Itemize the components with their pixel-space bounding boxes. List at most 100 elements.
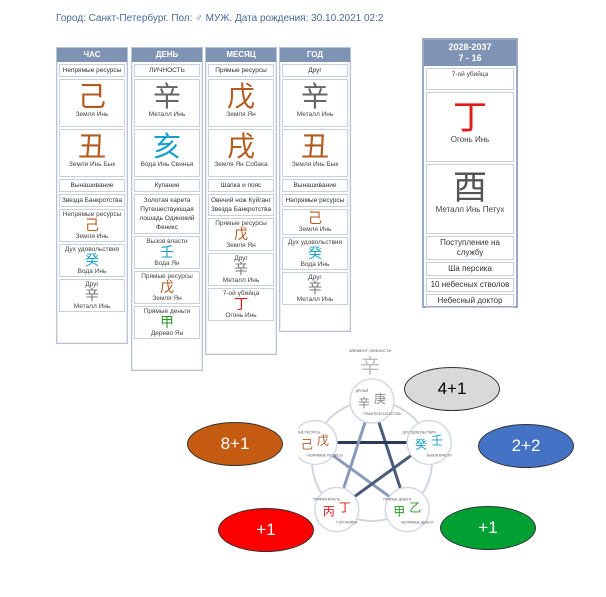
luck-years: 2028-2037: [448, 42, 492, 52]
node-hieroglyph: 己: [301, 437, 313, 451]
luck-stem-char: 丁: [453, 98, 487, 138]
glyph-label: Земля Инь Бык: [68, 161, 116, 168]
score-oval: +1: [218, 508, 314, 552]
hidden-stem-god: Друг: [308, 274, 322, 281]
luck-star: 7-ой убийца: [426, 68, 514, 90]
luck-header: 2028-2037 7 - 16: [424, 40, 516, 66]
glyph-label: Дерево Ян: [150, 330, 184, 337]
element-node: ДУХ УДОВОЛЬСТВИЯВЫЗОВ ВЛАСТИ癸壬: [402, 419, 453, 466]
glyph-label: Вода Инь: [300, 261, 330, 268]
hieroglyph: 丑: [300, 130, 329, 163]
hieroglyph: 丁: [234, 297, 248, 313]
glyph-label: Земля Ян: [152, 295, 182, 302]
hidden-stem-god: Прямые ресурсы: [215, 220, 267, 227]
element-node-circle: [298, 419, 338, 466]
node-label-primary: ПРЯМЫЕ ДЕНЬГИ: [383, 498, 412, 502]
cell-text: Овечий нож Куйганг Звезда Банкротства: [210, 197, 272, 213]
element-node-circle: [349, 378, 395, 424]
cell-text: Купание: [154, 182, 180, 189]
glyph-label: Вода Инь Свинья: [140, 161, 194, 168]
luck-branch-char: 酉: [453, 168, 487, 208]
hieroglyph: 己: [77, 80, 106, 113]
glyph-label: Металл Инь: [222, 277, 260, 284]
node-hieroglyph: 庚: [374, 391, 386, 406]
score-oval: 2+2: [478, 424, 574, 468]
hieroglyph: 辛: [300, 80, 329, 113]
node-label-secondary: ГРАБИТЕЛИ БОГАТСТВА: [363, 412, 402, 416]
score-oval: +1: [440, 506, 536, 550]
hidden-stem-god: Вызов власти: [146, 238, 188, 245]
pillar-text-cell: Вынашивание: [282, 179, 348, 192]
node-label-primary: ПРЯМЫЕ РЕСУРСЫ: [298, 430, 321, 434]
cell-text: Непрямые ресурсы: [62, 67, 122, 74]
hieroglyph: 亥: [152, 130, 181, 163]
cell-text: Звезда Банкротства: [61, 197, 123, 204]
element-node-circle: [384, 486, 431, 533]
pillar-text-cell: Шапка и пояс: [208, 179, 274, 192]
glyph-label: Металл Инь: [296, 111, 334, 118]
node-label-secondary: ВЫЗОВ ВЛАСТИ: [427, 453, 453, 457]
element-node: ПРЯМАЯ ВЛАСТЬ7-ОЙ УБИЙЦА丙丁: [313, 486, 360, 533]
cell-text: Вынашивание: [70, 182, 114, 189]
score-oval: 4+1: [404, 367, 500, 411]
hidden-stem-god: Непрямые ресурсы: [62, 211, 122, 218]
cell-text: Прямые ресурсы: [215, 67, 267, 74]
node-label-primary: ПРЯМАЯ ВЛАСТЬ: [313, 498, 340, 502]
hieroglyph: 戌: [226, 130, 255, 163]
luck-stem: 丁 Огонь Инь: [426, 92, 514, 162]
node-hieroglyph: 戊: [317, 433, 329, 447]
glyph-label: Металл Инь: [148, 111, 186, 118]
glyph-label: Металл Инь: [73, 303, 111, 310]
luck-ages: 7 - 16: [458, 53, 482, 63]
hidden-stem-god: 7-ой убийца: [222, 290, 260, 297]
node-label-secondary: 7-ОЙ УБИЙЦА: [336, 521, 359, 525]
hieroglyph: 辛: [152, 80, 181, 113]
luck-note: 10 небесных стволов: [426, 278, 514, 292]
hieroglyph: 丑: [77, 130, 106, 163]
hieroglyph: 辛: [308, 281, 322, 297]
node-hieroglyph: 丙: [323, 505, 335, 519]
pillar-title: ГОД: [280, 48, 350, 62]
glyph-label: Земля Ян: [226, 242, 256, 249]
glyph-label: Вода Инь: [77, 268, 107, 275]
glyph-label: Огонь Инь: [225, 312, 257, 319]
cell-text: Золотая карета Путешествующая лошадь Оди…: [139, 197, 195, 231]
pillar-text-cell: ЛИЧНОСТЬ: [134, 64, 200, 77]
node-label-primary: ДРУЗЬЯ: [356, 389, 369, 393]
hidden-stem-god: Дух удовольствия: [64, 246, 120, 253]
node-hieroglyph: 甲: [393, 505, 405, 519]
luck-note: Ша персика: [426, 262, 514, 276]
diagram-top-label: ЭЛЕМЕНТ ЛИЧНОСТИ: [349, 348, 392, 353]
hieroglyph: 戊: [160, 280, 174, 296]
node-hieroglyph: 壬: [431, 433, 443, 447]
node-hieroglyph: 辛: [358, 396, 370, 410]
hidden-stem-god: Прямые деньги: [143, 308, 191, 315]
pillar-text-cell: Прямые ресурсы: [208, 64, 274, 77]
pillar-text-cell: Непрямые ресурсы: [59, 64, 125, 77]
element-node: ДРУЗЬЯ ГРАБИТЕЛИ БОГАТСТВА 辛庚: [349, 378, 402, 424]
pillar-text-cell: Друг: [282, 64, 348, 77]
pillar-text-cell: Золотая карета Путешествующая лошадь Оди…: [134, 194, 200, 234]
hidden-stem-god: Друг: [234, 255, 248, 262]
node-label-primary: ДУХ УДОВОЛЬСТВИЯ: [402, 430, 436, 434]
glyph-label: Металл Инь: [296, 296, 334, 303]
hieroglyph: 辛: [234, 262, 248, 278]
pillar-text-cell: Непрямые ресурсы: [282, 194, 348, 207]
element-node-circle: [313, 486, 360, 533]
element-node: ПРЯМЫЕ ДЕНЬГИНЕПРЯМЫЕ ДЕНЬГИ甲乙: [383, 486, 434, 533]
luck-note: Поступление на службу: [426, 236, 514, 260]
pillar-text-cell: Вынашивание: [59, 179, 125, 192]
cell-text: ЛИЧНОСТЬ: [149, 67, 185, 74]
five-elements-diagram: ЭЛЕМЕНТ ЛИЧНОСТИ 辛 ДРУЗЬЯ ГРАБИТЕЛИ БОГАТ…: [298, 348, 453, 533]
